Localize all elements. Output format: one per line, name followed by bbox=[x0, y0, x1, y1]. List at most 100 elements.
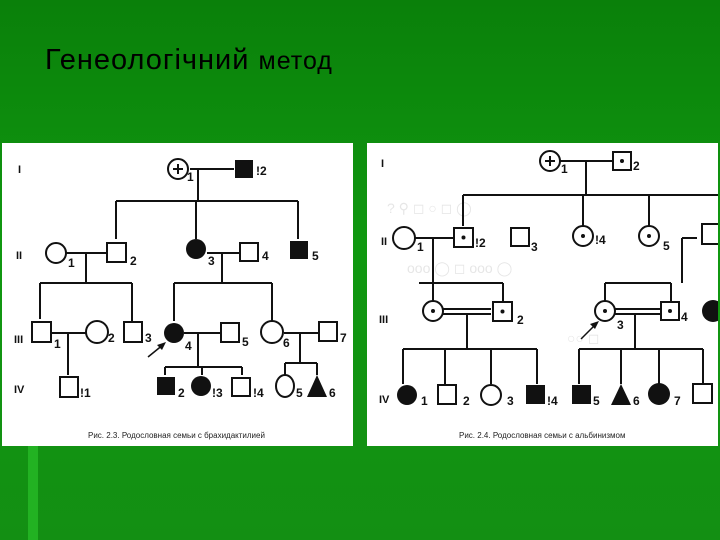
individual-male bbox=[106, 242, 127, 263]
individual-male-carrier bbox=[453, 227, 474, 248]
individual-number: 7 bbox=[340, 331, 347, 345]
individual-number: !4 bbox=[595, 233, 606, 247]
individual-female-affected bbox=[191, 376, 211, 396]
individual-female-affected bbox=[648, 383, 670, 405]
individual-female-carrier bbox=[167, 158, 189, 180]
individual-female-carrier bbox=[572, 225, 594, 247]
individual-male bbox=[123, 321, 143, 343]
individual-number: 1 bbox=[421, 394, 428, 408]
individual-number: 6 bbox=[283, 336, 290, 350]
individual-number: 3 bbox=[531, 240, 538, 254]
individual-number: 5 bbox=[312, 249, 319, 263]
generation-label-4: IV bbox=[14, 384, 25, 396]
individual-number: !1 bbox=[80, 386, 91, 400]
slide-title: Генеологічний метод bbox=[45, 44, 333, 77]
individual-number: 1 bbox=[187, 170, 194, 184]
individual-number: 3 bbox=[507, 394, 514, 408]
individual-number: !4 bbox=[253, 386, 264, 400]
individual-number: 2 bbox=[517, 313, 524, 327]
proband-arrow-icon bbox=[580, 321, 599, 340]
individual-female-carrier-proband bbox=[594, 300, 616, 322]
individual-number: !3 bbox=[212, 386, 223, 400]
individual-female-affected bbox=[702, 300, 718, 322]
individual-male bbox=[59, 376, 79, 398]
individual-male-carrier bbox=[492, 301, 513, 322]
individual-number: !2 bbox=[475, 236, 486, 250]
individual-female-carrier bbox=[539, 150, 561, 172]
title-word-main: Генеологічний bbox=[45, 44, 250, 76]
individual-number: 6 bbox=[329, 386, 336, 400]
individual-female bbox=[85, 320, 109, 344]
pedigree-figure-brachydactyly: I II III IV 1 !2 1 2 3 4 5 1 2 3 4 5 6 7… bbox=[2, 143, 353, 446]
individual-number: 5 bbox=[593, 394, 600, 408]
generation-label-2: II bbox=[381, 236, 387, 248]
individual-number: 3 bbox=[617, 318, 624, 332]
individual-number: 3 bbox=[208, 254, 215, 268]
individual-number: !2 bbox=[256, 164, 267, 178]
individual-number: !4 bbox=[547, 394, 558, 408]
individual-number: 1 bbox=[68, 256, 75, 270]
individual-female bbox=[260, 320, 284, 344]
individual-number: 2 bbox=[108, 331, 115, 345]
pedigree-figure-albinism: ? ⚲ ◻ ○ ◻ ◯ ооо ◯ ◻ ооо ◯ ○○ ◻ bbox=[367, 143, 718, 446]
decorative-accent-bar bbox=[28, 445, 38, 540]
generation-label-3: III bbox=[379, 314, 388, 326]
individual-male-carrier bbox=[612, 151, 632, 171]
individual-triangle-affected bbox=[307, 375, 327, 397]
individual-number: 4 bbox=[262, 249, 269, 263]
generation-label-1: I bbox=[381, 158, 384, 170]
individual-male-carrier bbox=[660, 301, 680, 321]
individual-female-affected-proband bbox=[164, 323, 184, 343]
individual-number: 2 bbox=[633, 159, 640, 173]
individual-number: 1 bbox=[417, 240, 424, 254]
individual-male bbox=[701, 223, 718, 245]
individual-female bbox=[392, 226, 416, 250]
individual-number: 6 bbox=[633, 394, 640, 408]
individual-male bbox=[510, 227, 530, 247]
svg-text:○○ ◻: ○○ ◻ bbox=[567, 330, 599, 346]
ghost-background-text: ? ⚲ ◻ ○ ◻ ◯ ооо ◯ ◻ ооо ◯ ○○ ◻ bbox=[387, 200, 599, 346]
generation-label-1: I bbox=[18, 164, 21, 176]
generation-label-2: II bbox=[16, 250, 22, 262]
individual-male-affected bbox=[157, 377, 175, 395]
individual-female bbox=[480, 384, 502, 406]
individual-male-affected bbox=[290, 241, 308, 259]
individual-male bbox=[692, 383, 713, 404]
individual-number: 2 bbox=[130, 254, 137, 268]
svg-text:ооо ◯ ◻ ооо ◯: ооо ◯ ◻ ооо ◯ bbox=[407, 260, 512, 277]
individual-male bbox=[231, 377, 251, 397]
individual-female-carrier bbox=[638, 225, 660, 247]
figure-caption: Рис. 2.3. Родословная семьи с брахидакти… bbox=[88, 431, 265, 440]
title-word-method: метод bbox=[258, 47, 333, 75]
individual-number: 2 bbox=[463, 394, 470, 408]
individual-male-affected bbox=[526, 385, 545, 404]
individual-number: 7 bbox=[674, 394, 681, 408]
individual-male bbox=[31, 321, 52, 343]
individual-number: 1 bbox=[54, 337, 61, 351]
individual-female-affected bbox=[397, 385, 417, 405]
individual-male bbox=[437, 384, 457, 405]
individual-number: 5 bbox=[242, 335, 249, 349]
individual-male-affected bbox=[572, 385, 591, 404]
individual-male-affected bbox=[235, 160, 253, 178]
proband-arrow-icon bbox=[147, 342, 166, 358]
individual-male bbox=[318, 321, 338, 342]
individual-number: 1 bbox=[561, 162, 568, 176]
individual-female-carrier bbox=[422, 300, 444, 322]
generation-label-3: III bbox=[14, 334, 23, 346]
individual-male bbox=[239, 242, 259, 262]
generation-label-4: IV bbox=[379, 394, 390, 406]
individual-female-affected bbox=[186, 239, 206, 259]
individual-number: 3 bbox=[145, 331, 152, 345]
individual-number: 4 bbox=[681, 310, 688, 324]
pedigree-diagram-left: I II III IV 1 !2 1 2 3 4 5 1 2 3 4 5 6 7… bbox=[14, 158, 347, 440]
individual-male bbox=[220, 322, 240, 343]
individual-number: 2 bbox=[178, 386, 185, 400]
individual-number: 5 bbox=[663, 239, 670, 253]
figure-caption: Рис. 2.4. Родословная семьи с альбинизмо… bbox=[459, 431, 625, 440]
pedigree-diagram-right: ? ⚲ ◻ ○ ◻ ◯ ооо ◯ ◻ ооо ◯ ○○ ◻ bbox=[379, 150, 718, 440]
individual-number: 5 bbox=[296, 386, 303, 400]
individual-female bbox=[275, 374, 295, 398]
individual-female bbox=[45, 242, 67, 264]
svg-text:? ⚲ ◻ ○ ◻ ◯: ? ⚲ ◻ ○ ◻ ◯ bbox=[387, 200, 472, 217]
